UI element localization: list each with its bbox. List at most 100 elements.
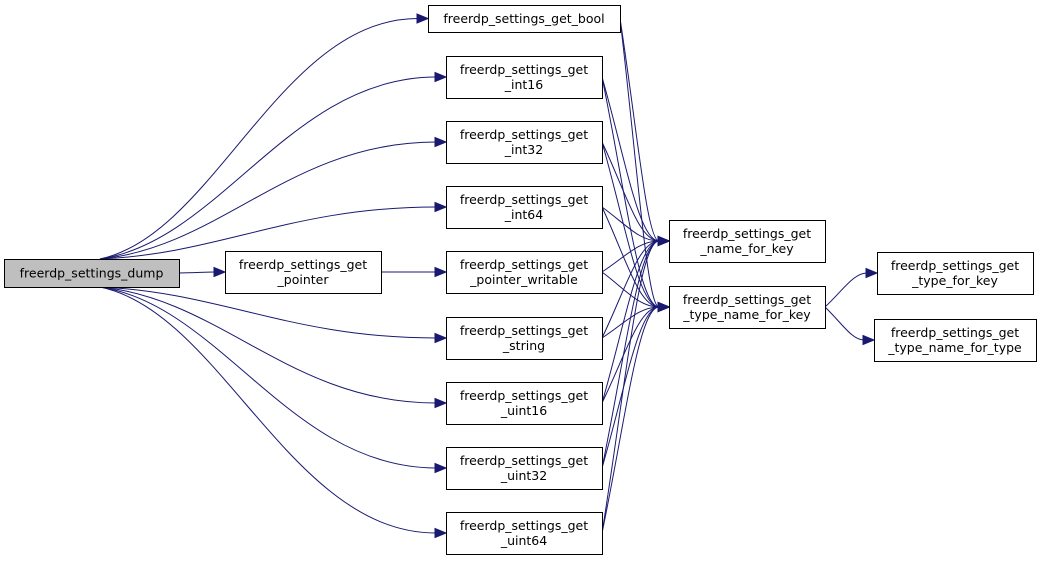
node-get-uint32[interactable]: freerdp_settings_get_uint32 xyxy=(446,447,603,490)
node-label-line: freerdp_settings_get xyxy=(683,226,811,241)
node-label-line: _uint32 xyxy=(500,468,547,483)
node-get-string[interactable]: freerdp_settings_get_string xyxy=(446,317,603,360)
arrow-head xyxy=(434,136,448,148)
edge-get_int16-to-type_name_for_key xyxy=(601,76,671,313)
arrow-head xyxy=(434,201,448,213)
edge-line xyxy=(178,271,216,274)
edge-line xyxy=(601,240,660,404)
node-label-line: freerdp_settings_get xyxy=(460,518,588,533)
edge-line xyxy=(99,76,437,260)
node-label-line: _string xyxy=(502,338,545,353)
arrow-head xyxy=(657,235,671,247)
edge-line xyxy=(601,271,660,308)
node-label-line: _uint64 xyxy=(500,533,547,548)
edge-line xyxy=(601,240,660,339)
edge-dump-to-get_pointer xyxy=(178,266,227,278)
nodes-layer: freerdp_settings_dump freerdp_settings_ge… xyxy=(4,5,1037,555)
node-label-line: _type_name_for_type xyxy=(887,340,1022,355)
node-label-line: _int32 xyxy=(504,142,543,157)
edge-line xyxy=(824,272,868,308)
arrow-head xyxy=(657,301,671,313)
edge-get_pointer-to-get_pointer_writable xyxy=(381,266,448,278)
node-dump[interactable]: freerdp_settings_dump xyxy=(4,259,180,288)
node-get-int16[interactable]: freerdp_settings_get_int16 xyxy=(446,56,603,99)
arrow-head xyxy=(434,332,448,344)
node-box xyxy=(4,259,180,288)
arrow-head xyxy=(865,267,879,279)
edge-get_uint32-to-type_name_for_key xyxy=(601,301,671,469)
node-label-line: _int64 xyxy=(504,207,543,222)
edge-dump-to-get_int64 xyxy=(99,201,448,260)
node-get-pointer-writable[interactable]: freerdp_settings_get_pointer_writable xyxy=(446,251,603,294)
edge-line xyxy=(601,141,660,242)
node-label-line: freerdp_settings_get xyxy=(460,257,588,272)
node-type-for-key[interactable]: freerdp_settings_get_type_for_key xyxy=(877,252,1034,295)
node-label-line: freerdp_settings_get xyxy=(460,388,588,403)
node-box xyxy=(446,382,603,425)
edge-line xyxy=(99,18,419,260)
node-label-line: _pointer_writable xyxy=(469,272,578,287)
edge-line xyxy=(601,206,660,308)
arrow-head xyxy=(416,13,430,24)
edge-line xyxy=(99,206,437,260)
arrow-head xyxy=(434,462,448,474)
edge-line xyxy=(601,76,660,242)
edge-line xyxy=(601,306,660,469)
node-label-line: freerdp_settings_dump xyxy=(20,266,164,281)
node-label-line: freerdp_settings_get xyxy=(683,292,811,307)
node-box xyxy=(225,251,382,294)
edge-line xyxy=(601,240,660,273)
edge-line xyxy=(601,240,660,469)
node-box xyxy=(446,56,603,99)
node-type-name-for-type[interactable]: freerdp_settings_get_type_name_for_type xyxy=(874,319,1037,362)
edges-layer xyxy=(99,13,879,539)
edge-get_uint64-to-type_name_for_key xyxy=(601,301,671,534)
node-get-int64[interactable]: freerdp_settings_get_int64 xyxy=(446,186,603,229)
node-label-line: freerdp_settings_get xyxy=(460,62,588,77)
edge-type_name_for_key-to-type_for_key xyxy=(824,267,879,308)
node-label-line: freerdp_settings_get xyxy=(239,257,367,272)
edge-dump-to-get_uint64 xyxy=(99,286,448,539)
node-box xyxy=(446,512,603,555)
edge-get_uint16-to-type_name_for_key xyxy=(601,301,671,404)
node-box xyxy=(874,319,1037,362)
node-box xyxy=(446,251,603,294)
node-box xyxy=(669,286,826,329)
edge-dump-to-get_bool xyxy=(99,13,430,260)
node-label-line: _pointer xyxy=(277,272,330,287)
node-label-line: _type_name_for_key xyxy=(682,307,811,322)
node-box xyxy=(428,5,621,33)
node-box xyxy=(877,252,1034,295)
node-get-bool[interactable]: freerdp_settings_get_bool xyxy=(428,5,621,33)
edge-line xyxy=(601,306,660,404)
node-box xyxy=(446,121,603,164)
node-box xyxy=(446,317,603,360)
node-type-name-for-key[interactable]: freerdp_settings_get_type_name_for_key xyxy=(669,286,826,329)
node-name-for-key[interactable]: freerdp_settings_get_name_for_key xyxy=(669,220,826,263)
edge-line xyxy=(824,306,865,341)
node-get-pointer[interactable]: freerdp_settings_get_pointer xyxy=(225,251,382,294)
node-label-line: freerdp_settings_get_bool xyxy=(443,11,604,26)
node-label-line: freerdp_settings_get xyxy=(460,453,588,468)
arrow-head xyxy=(434,527,448,539)
edge-line xyxy=(99,286,437,339)
edge-line xyxy=(601,240,660,534)
arrow-head xyxy=(434,397,448,409)
node-label-line: freerdp_settings_get xyxy=(891,258,1019,273)
edge-dump-to-get_int32 xyxy=(99,136,448,260)
node-get-uint16[interactable]: freerdp_settings_get_uint16 xyxy=(446,382,603,425)
edge-line xyxy=(601,141,660,308)
node-get-int32[interactable]: freerdp_settings_get_int32 xyxy=(446,121,603,164)
node-get-uint64[interactable]: freerdp_settings_get_uint64 xyxy=(446,512,603,555)
edge-line xyxy=(619,18,660,308)
edge-dump-to-get_string xyxy=(99,286,448,344)
edge-line xyxy=(99,141,437,260)
edge-line xyxy=(99,286,437,469)
node-label-line: _uint16 xyxy=(500,403,547,418)
edge-get_uint64-to-name_for_key xyxy=(601,235,671,534)
edge-dump-to-get_int16 xyxy=(99,71,448,260)
arrow-head xyxy=(862,334,876,346)
arrow-head xyxy=(213,266,227,278)
node-box xyxy=(446,186,603,229)
